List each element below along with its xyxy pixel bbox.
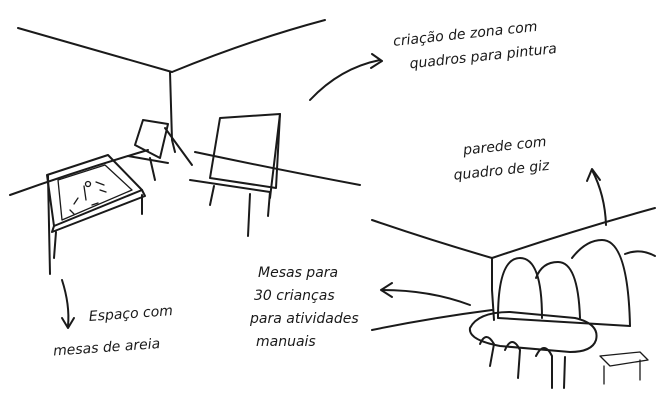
note-line: para atividades <box>250 311 359 327</box>
arrow-chalk-wall <box>586 168 607 226</box>
sand-table <box>46 154 146 275</box>
note-line: 30 crianças <box>254 288 335 304</box>
note-tables: Mesas para 30 crianças para atividades m… <box>250 262 359 354</box>
note-sand-space: Espaço com mesas de areia <box>53 299 176 361</box>
arrow-sand-space <box>61 279 75 329</box>
easel-front <box>189 113 281 237</box>
arrow-tables <box>380 282 471 306</box>
note-line: Mesas para <box>258 265 339 281</box>
long-table <box>468 311 649 389</box>
note-line: manuais <box>256 334 316 350</box>
easel-back <box>127 119 193 181</box>
note-chalk-wall: parede com quadro de giz <box>450 130 551 188</box>
room-corner-right <box>371 207 656 331</box>
room-corner-left <box>9 19 361 196</box>
arrow-painting-zone <box>309 53 383 101</box>
chalk-board-arches <box>497 239 656 327</box>
note-line: Espaço com <box>88 303 174 325</box>
